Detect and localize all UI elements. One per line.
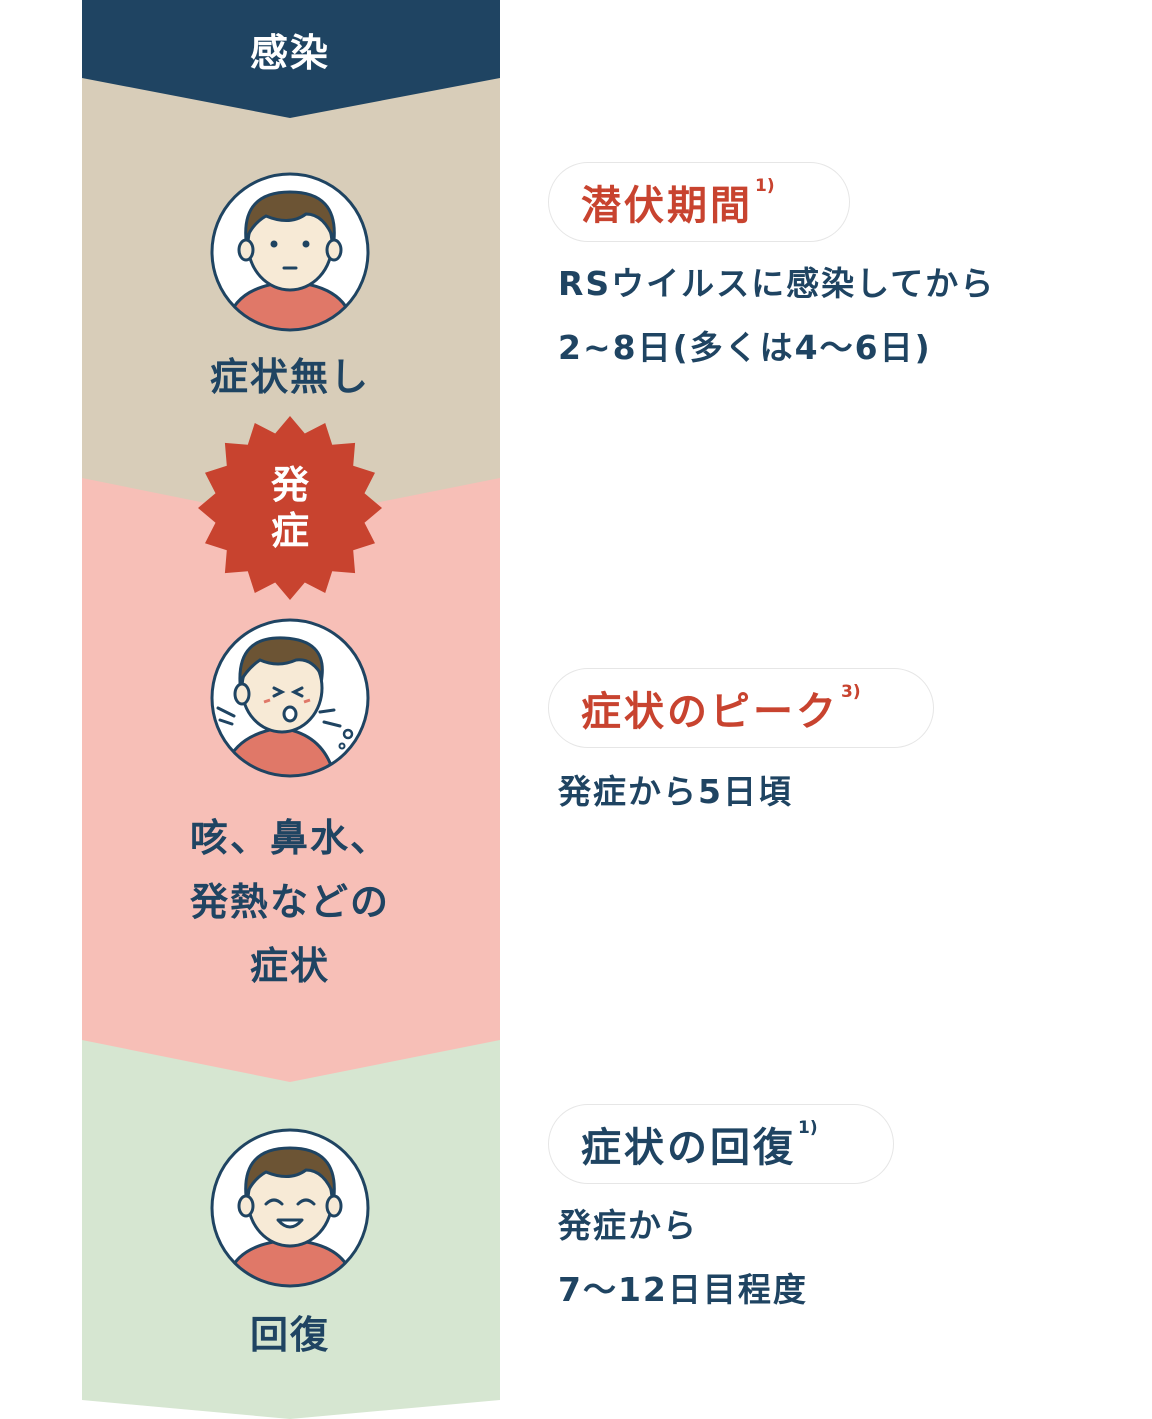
symptoms-label: 咳、鼻水、 発熱などの 症状 bbox=[80, 806, 500, 998]
neutral-child-icon bbox=[210, 172, 370, 332]
recovery-description: 発症から 7〜12日目程度 bbox=[558, 1194, 808, 1322]
recovery-line1: 発症から bbox=[558, 1206, 698, 1245]
recovery-title: 症状の回復 bbox=[581, 1125, 796, 1171]
symptoms-label-line3: 症状 bbox=[249, 944, 330, 988]
incubation-line2: 2~8日(多くは4〜6日) bbox=[558, 328, 932, 367]
incubation-ref: 1) bbox=[755, 176, 775, 196]
onset-label: 発 症 bbox=[240, 462, 340, 554]
onset-label-line1: 発 bbox=[270, 463, 309, 507]
onset-label-line2: 症 bbox=[270, 509, 309, 553]
recovery-line2: 7〜12日目程度 bbox=[558, 1270, 808, 1309]
peak-description: 発症から5日頃 bbox=[558, 760, 793, 824]
peak-title: 症状のピーク bbox=[581, 689, 839, 735]
onset-burst bbox=[198, 416, 382, 600]
symptoms-label-line1: 咳、鼻水、 bbox=[189, 816, 390, 860]
sick-child-icon bbox=[210, 618, 370, 778]
incubation-line1: RSウイルスに感染してから bbox=[558, 264, 996, 303]
symptoms-label-line2: 発熱などの bbox=[189, 880, 390, 924]
no-symptom-label: 症状無し bbox=[209, 355, 370, 399]
peak-ref: 3) bbox=[841, 682, 861, 702]
incubation-title: 潜伏期間 bbox=[581, 183, 753, 229]
peak-line1: 発症から5日頃 bbox=[558, 772, 793, 811]
recovery-ref: 1) bbox=[798, 1118, 818, 1138]
incubation-description: RSウイルスに感染してから 2~8日(多くは4〜6日) bbox=[558, 252, 995, 380]
happy-child-icon bbox=[210, 1128, 370, 1288]
infection-label: 感染 bbox=[249, 31, 330, 75]
infection-band bbox=[82, 0, 500, 118]
recovery-label: 回復 bbox=[249, 1313, 330, 1357]
